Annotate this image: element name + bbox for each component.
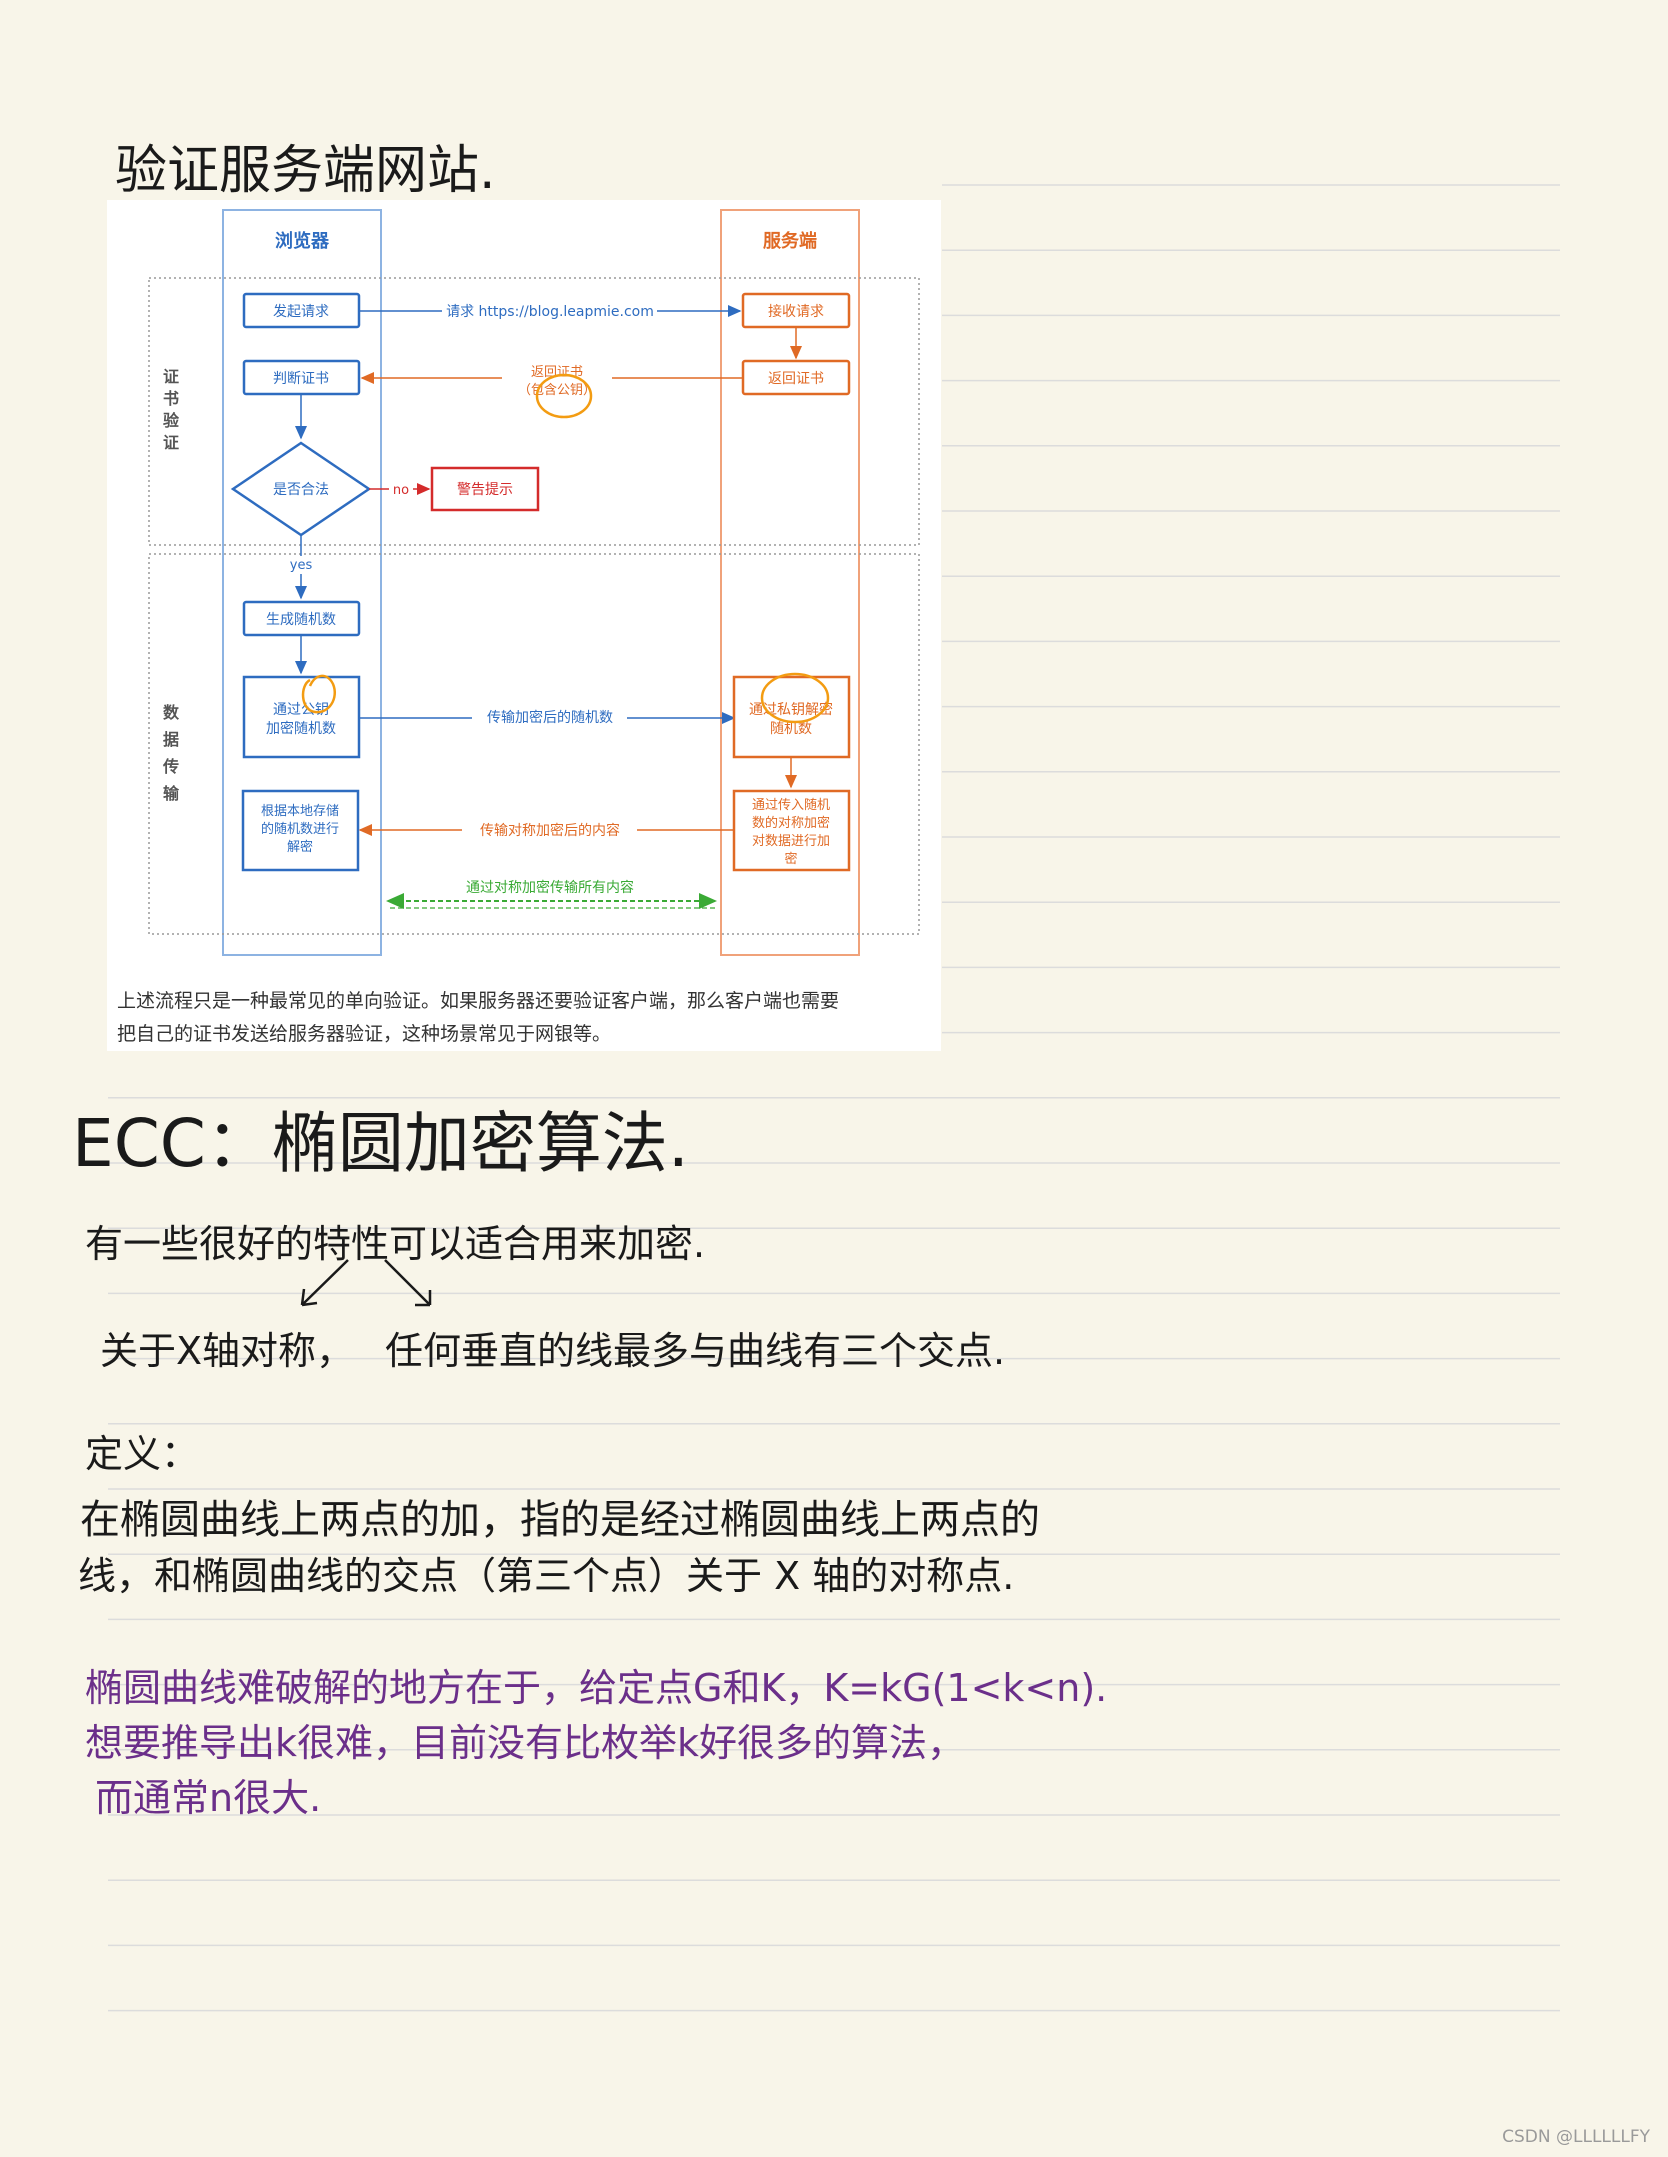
send-sym-label: 传输对称加密后的内容: [480, 822, 620, 839]
pubkey-circle-marker: [301, 674, 336, 714]
server-lane: [720, 209, 860, 956]
local-decrypt-text-3: 解密: [287, 839, 313, 855]
local-decrypt-text-1: 根据本地存储: [261, 804, 339, 819]
heading-ecc: ECC：椭圆加密算法.: [72, 1105, 689, 1182]
public-key-circle-marker: [535, 373, 593, 419]
encrypt-pub-text-2: 加密随机数: [266, 720, 336, 737]
line-properties: 有一些很好的特性可以适合用来加密.: [85, 1222, 706, 1266]
request-label: 请求 https://blog.leapmie.com: [446, 304, 654, 320]
figure-caption: 上述流程只是一种最常见的单向验证。如果服务器还要验证客户端，那么客户端也需要 把…: [117, 985, 937, 1051]
local-decrypt-text-2: 的随机数进行: [261, 821, 339, 837]
svg-text:据: 据: [163, 730, 179, 749]
is-valid-text: 是否合法: [273, 482, 329, 498]
sym-encrypt-text-3: 对数据进行加: [752, 834, 830, 849]
encrypt-pub-text-1: 通过公钥: [273, 702, 329, 718]
return-cert-text: 返回证书: [768, 371, 824, 387]
return-cert-label-2: （包含公钥）: [518, 382, 596, 398]
warning-box: [430, 466, 540, 512]
decrypt-priv-text-2: 随机数: [770, 721, 812, 737]
watermark: CSDN @LLLLLLFY: [1502, 2127, 1650, 2147]
privkey-circle-marker: [760, 672, 830, 724]
heading-verify-server: 验证服务端网站.: [115, 141, 496, 201]
browser-lane: [222, 209, 382, 956]
send-request-text: 发起请求: [273, 304, 329, 320]
svg-text:数: 数: [163, 703, 180, 722]
sym-encrypt-text-4: 密: [784, 851, 797, 867]
https-flow-diagram: 浏览器 服务端 证书验证 数据传输 发起请求 请求 https://blog.l…: [107, 200, 941, 1051]
browser-header: 浏览器: [275, 230, 330, 252]
yes-label: yes: [290, 558, 313, 573]
svg-text:传: 传: [162, 757, 179, 776]
line-symmetry: 关于X轴对称，: [100, 1329, 355, 1373]
sym-all-label: 通过对称加密传输所有内容: [466, 879, 634, 896]
line-intersect: 任何垂直的线最多与曲线有三个交点.: [385, 1329, 1006, 1373]
svg-text:验: 验: [163, 411, 180, 430]
send-encrypted-label: 传输加密后的随机数: [487, 709, 613, 726]
definition-label: 定义：: [85, 1432, 200, 1476]
caption-line-1: 上述流程只是一种最常见的单向验证。如果服务器还要验证客户端，那么客户端也需要: [117, 990, 840, 1012]
hardness-line-2: 想要推导出k很难，目前没有比枚举k好很多的算法，: [85, 1721, 966, 1765]
section-cert-box: [148, 277, 920, 546]
encrypt-pub-box: [242, 675, 361, 759]
sym-encrypt-text-1: 通过传入随机: [752, 798, 830, 813]
section-data-box: [148, 553, 920, 935]
gen-random-text: 生成随机数: [266, 612, 336, 628]
definition-line-2: 线，和椭圆曲线的交点（第三个点）关于 X 轴的对称点.: [78, 1554, 1015, 1598]
decrypt-priv-box: [732, 675, 851, 759]
definition-line-1: 在椭圆曲线上两点的加，指的是经过椭圆曲线上两点的: [80, 1497, 1040, 1543]
hardness-line-3: 而通常n很大.: [95, 1776, 322, 1820]
svg-text:输: 输: [163, 784, 180, 803]
caption-line-2: 把自己的证书发送给服务器验证，这种场景常见于网银等。: [117, 1023, 612, 1045]
local-decrypt-box: [241, 789, 360, 872]
svg-text:证: 证: [163, 367, 179, 386]
no-label: no: [393, 483, 409, 498]
svg-text:书: 书: [163, 389, 179, 408]
branch-arrows: [300, 1259, 432, 1307]
sym-encrypt-text-2: 数的对称加密: [752, 815, 830, 831]
warning-text: 警告提示: [457, 482, 513, 498]
check-cert-text: 判断证书: [273, 371, 329, 387]
svg-text:证: 证: [163, 433, 179, 452]
receive-request-text: 接收请求: [768, 303, 824, 320]
server-header: 服务端: [763, 230, 817, 252]
hardness-line-1: 椭圆曲线难破解的地方在于，给定点G和K，K=kG(1<k<n).: [85, 1666, 1108, 1710]
